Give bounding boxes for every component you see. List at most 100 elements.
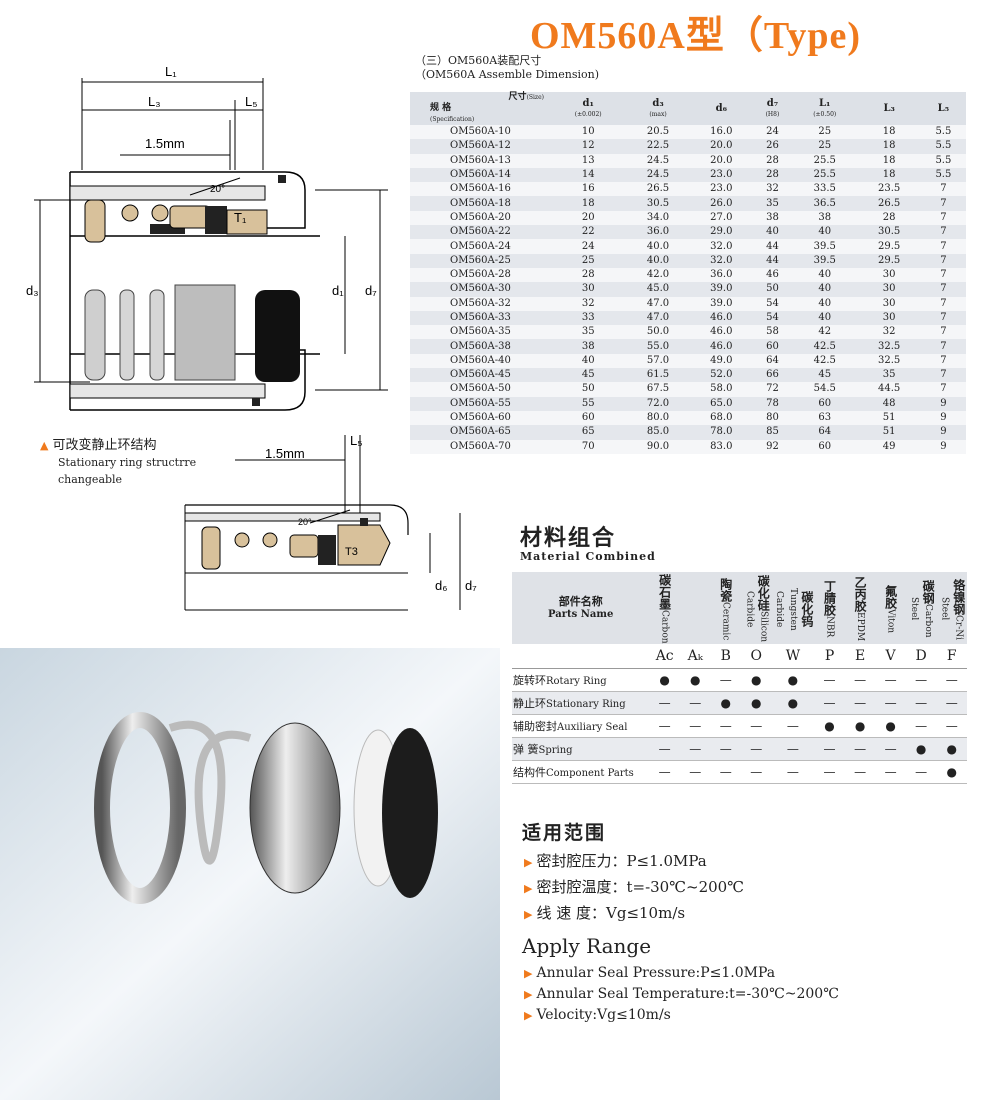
table-cell: 83.0 [689,439,753,454]
table-cell: 7 [920,210,966,226]
table-cell: 39.0 [689,282,753,297]
table-cell: 9 [920,410,966,426]
table-cell: 46.0 [689,325,753,340]
material-cell: ● [679,668,711,692]
table-cell: 80 [752,410,792,426]
table-cell: 20.0 [689,153,753,168]
table-cell: 65.0 [689,396,753,411]
material-code: P [814,644,845,669]
table-cell: 72.0 [626,396,690,411]
triangle-bullet-icon: ▲ [40,439,49,452]
header-L3: L₃ [857,92,921,125]
triangle-bullet-icon: ▶ [524,1009,533,1022]
table-cell: 28 [857,210,921,226]
table-cell: 38 [550,339,627,354]
triangle-bullet-icon: ▶ [524,882,533,895]
table-cell: 51 [857,425,921,440]
table-cell: OM560A-35 [410,325,550,340]
table-cell: 36.0 [626,225,690,240]
material-column-header [679,572,711,644]
table-cell: 7 [920,225,966,240]
material-cell: — [905,668,937,692]
table-header-row: 尺寸(Size) 规 格(Specification) d₁(±0.002) d… [410,92,966,125]
table-cell: OM560A-38 [410,339,550,354]
table-cell: OM560A-32 [410,296,550,311]
table-cell: 42.5 [791,339,858,354]
rubber-cup [382,728,438,898]
table-cell: 38 [752,210,792,226]
assembly-dimension-table: 尺寸(Size) 规 格(Specification) d₁(±0.002) d… [410,92,966,454]
table-cell: 47.0 [626,296,690,311]
material-cell: — [741,737,772,761]
material-cell: — [741,760,772,784]
table-cell: 12 [550,139,627,154]
material-column-header: 碳化钨Tungsten Carbide [771,572,815,644]
material-code: Ac [649,644,680,669]
spring [168,720,252,865]
range-en-pressure: ▶Annular Seal Pressure:P≤1.0MPa [524,965,776,981]
assembly-caption: （三）OM560A装配尺寸 （OM560A Assemble Dimension… [415,54,599,82]
table-cell: 20.0 [689,139,753,154]
material-cell: — [679,714,711,738]
table-cell: 40 [791,282,858,297]
stationary-ring-note: ▲可改变静止环结构 Stationary ring structrre chan… [40,437,196,488]
table-cell: 10 [550,125,627,140]
table-cell: 58.0 [689,382,753,397]
table-cell: 7 [920,182,966,197]
material-cell: ● [936,737,967,761]
material-row: 静止环Stationary Ring——●●●————— [512,691,967,715]
table-cell: 90.0 [626,439,690,454]
table-cell: 49.0 [689,353,753,369]
table-cell: 54 [752,296,792,311]
table-cell: OM560A-28 [410,267,550,283]
label-d7: d₇ [365,283,377,298]
table-cell: 7 [920,239,966,254]
material-code: V [875,644,906,669]
material-cell: — [936,691,967,715]
table-cell: 18 [857,125,921,140]
table-cell: 26.5 [857,196,921,211]
material-cell: — [905,760,937,784]
table-cell: 61.5 [626,368,690,383]
label-d1: d₁ [332,283,344,298]
table-cell: OM560A-25 [410,253,550,268]
table-cell: 26.0 [689,196,753,211]
table-cell: 23.5 [857,182,921,197]
material-code: W [771,644,815,669]
table-cell: 33 [550,310,627,326]
table-cell: 9 [920,396,966,411]
material-cell: ● [875,714,906,738]
material-cell: ● [844,714,876,738]
table-cell: 24 [752,125,792,140]
header-spec-label: 规 格(Specification) [430,103,475,123]
label-L5: L₅ [245,94,257,109]
table-cell: 20 [550,210,627,226]
material-column-header: 丁腈胶NBR [814,572,845,644]
material-cell: ● [936,760,967,784]
material-cell: — [936,668,967,692]
table-cell: 25 [550,253,627,268]
table-cell: 22.5 [626,139,690,154]
table-cell: 24.5 [626,153,690,168]
assembly-caption-cn: （三）OM560A装配尺寸 [415,54,542,67]
material-cell: ● [771,668,815,692]
table-cell: 85 [752,425,792,440]
materials-subtitle: Material Combined [520,550,656,563]
material-cell: — [875,691,906,715]
range-cn-temperature: ▶密封腔温度：t=-30℃~200℃ [524,878,744,896]
apply-range-title-cn: 适用范围 [522,822,607,844]
table-cell: 45 [550,368,627,383]
table-cell: 85.0 [626,425,690,440]
table-cell: 28 [752,167,792,183]
label-d7-alt: d₇ [465,578,477,593]
